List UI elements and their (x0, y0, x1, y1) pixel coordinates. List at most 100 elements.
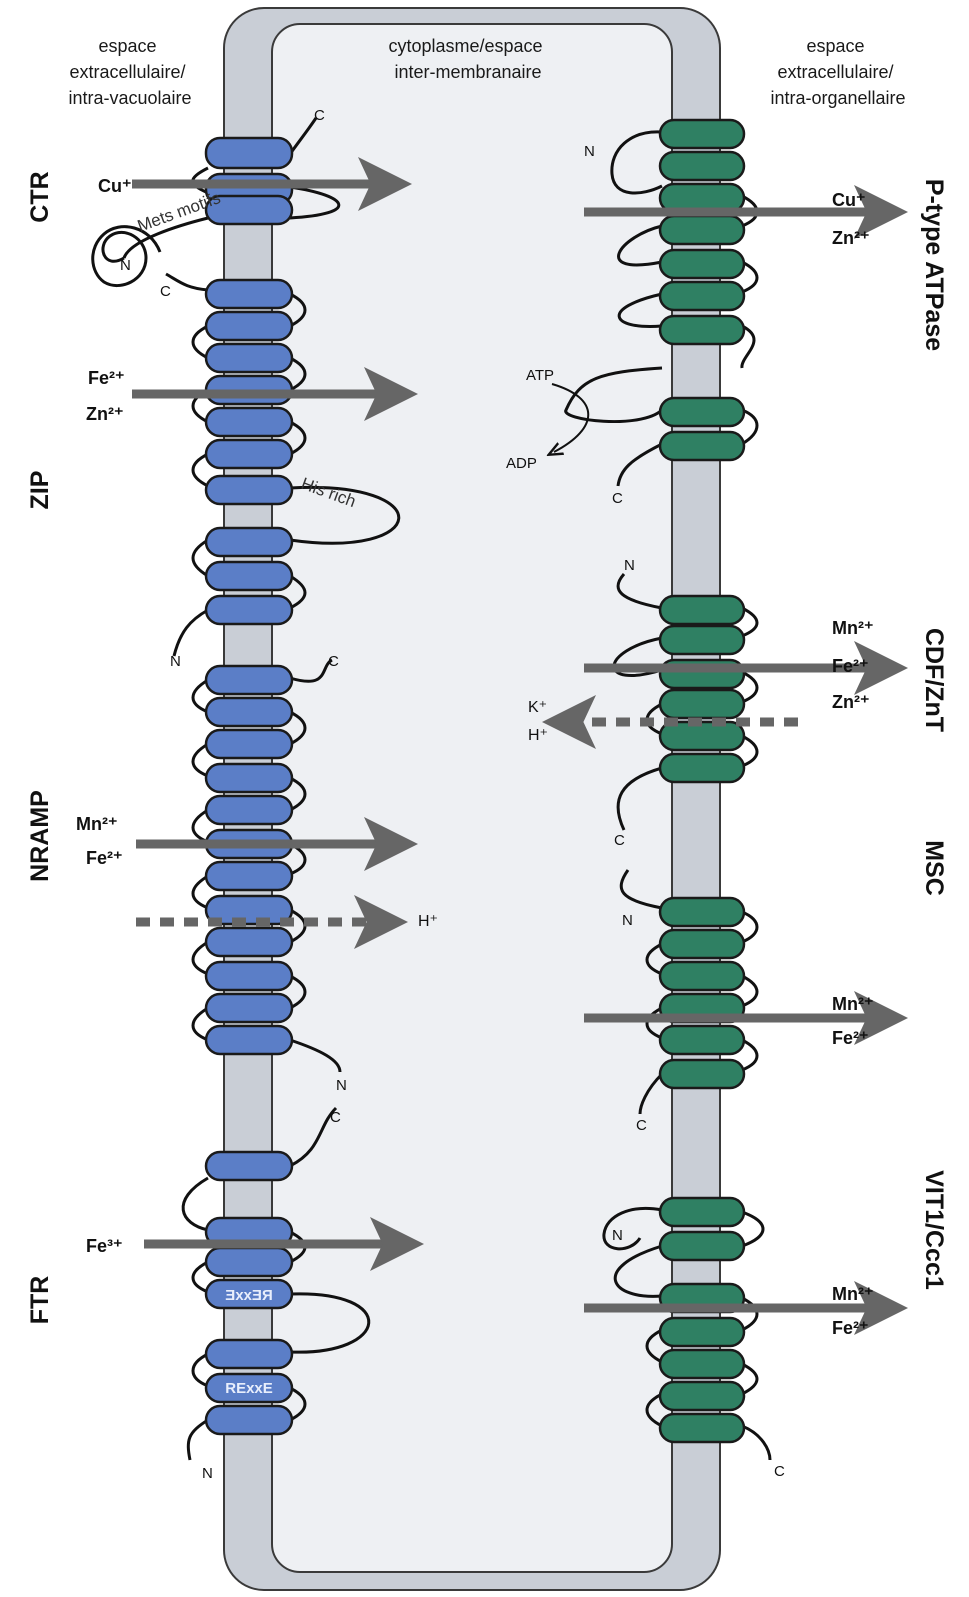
svg-text:C: C (612, 490, 623, 507)
svg-text:N: N (584, 143, 595, 160)
svg-text:N: N (202, 1465, 213, 1482)
svg-text:N: N (624, 557, 635, 574)
helix (658, 1348, 746, 1380)
helix (658, 280, 746, 312)
helix (204, 1024, 294, 1056)
svg-text:H⁺: H⁺ (418, 913, 438, 930)
helix (204, 992, 294, 1024)
svg-text:C: C (314, 107, 325, 124)
helix (204, 136, 294, 170)
svg-text:ATP: ATP (526, 367, 554, 384)
helix (658, 396, 746, 428)
family-label-vit1-ccc1: VIT1/Ccc1 (920, 1170, 948, 1290)
helix (204, 926, 294, 958)
atp-adp-arrow (552, 383, 590, 452)
left-compartment-label: espace extracellulaire/ intra-vacuolaire (68, 36, 191, 108)
helix (204, 1246, 294, 1278)
svg-text:C: C (330, 1109, 341, 1126)
family-label-ptype-atpase: P-type ATPase (920, 179, 948, 351)
cytoplasm (271, 23, 673, 1573)
helix (658, 248, 746, 280)
helix (658, 214, 746, 246)
svg-text:Fe²⁺: Fe²⁺ (832, 656, 869, 676)
helix (658, 1380, 746, 1412)
svg-text:Zn²⁺: Zn²⁺ (832, 692, 870, 712)
family-label-ctr: CTR (26, 171, 54, 222)
right-compartment-label: espace extracellulaire/ intra-organellai… (770, 36, 905, 108)
svg-text:Zn²⁺: Zn²⁺ (86, 404, 124, 424)
helix (658, 688, 746, 720)
terminus-labels: C N C N C N C N N C N C N C N C ATP ADP (120, 107, 785, 1482)
helix (204, 194, 294, 226)
helix (658, 928, 746, 960)
helix (658, 624, 746, 656)
helix (658, 1316, 746, 1348)
helix (204, 1278, 294, 1310)
helix (204, 310, 294, 342)
svg-text:Fe²⁺: Fe²⁺ (832, 1318, 869, 1338)
svg-text:N: N (170, 653, 181, 670)
svg-text:H⁺: H⁺ (528, 727, 548, 744)
family-label-ftr: FTR (26, 1276, 54, 1325)
helix (204, 696, 294, 728)
family-label-msc: MSC (920, 840, 948, 896)
right-helices (658, 118, 746, 1444)
svg-text:C: C (328, 653, 339, 670)
helix (204, 278, 294, 310)
helix (658, 1196, 746, 1228)
helix (204, 474, 294, 506)
svg-text:Fe²⁺: Fe²⁺ (832, 1028, 869, 1048)
helix (204, 1338, 294, 1370)
helix (204, 406, 294, 438)
helix (204, 664, 294, 696)
ion-labels: Cu⁺ Fe²⁺ Zn²⁺ Mn²⁺ Fe²⁺ H⁺ Fe³⁺ Cu⁺ Zn²⁺… (76, 176, 873, 1338)
helix (204, 860, 294, 892)
middle-compartment-label: cytoplasme/espace inter-membranaire (388, 36, 547, 82)
helix (204, 560, 294, 592)
helix (204, 594, 294, 626)
svg-text:C: C (614, 832, 625, 849)
helix (658, 594, 746, 626)
svg-text:Cu⁺: Cu⁺ (98, 176, 132, 196)
svg-text:Mn²⁺: Mn²⁺ (832, 618, 873, 638)
helix (204, 1372, 294, 1404)
svg-text:N: N (612, 1227, 623, 1244)
helix (204, 1404, 294, 1436)
helix (204, 526, 294, 558)
svg-text:C: C (636, 1117, 647, 1134)
helix (658, 960, 746, 992)
svg-text:Fe³⁺: Fe³⁺ (86, 1236, 123, 1256)
helix (204, 794, 294, 826)
helix (658, 1412, 746, 1444)
helix (658, 118, 746, 150)
svg-text:C: C (160, 283, 171, 300)
helix (658, 430, 746, 462)
mets-motif-spiral (91, 225, 162, 288)
svg-text:N: N (336, 1077, 347, 1094)
family-label-cdf-znt: CDF/ZnT (920, 628, 948, 732)
helix (204, 1150, 294, 1182)
helix (204, 342, 294, 374)
helix (204, 960, 294, 992)
svg-text:Mn²⁺: Mn²⁺ (76, 814, 117, 834)
svg-text:N: N (622, 912, 633, 929)
helix (658, 752, 746, 784)
svg-text:Cu⁺: Cu⁺ (832, 190, 866, 210)
helix (658, 1024, 746, 1056)
helix (658, 150, 746, 182)
svg-text:C: C (774, 1463, 785, 1480)
helix (204, 728, 294, 760)
helix (658, 314, 746, 346)
helix (204, 762, 294, 794)
family-label-nramp: NRAMP (26, 790, 54, 882)
svg-text:Mn²⁺: Mn²⁺ (832, 1284, 873, 1304)
svg-text:Mn²⁺: Mn²⁺ (832, 994, 873, 1014)
helix (658, 1230, 746, 1262)
svg-text:K⁺: K⁺ (528, 699, 547, 716)
svg-text:Fe²⁺: Fe²⁺ (88, 368, 125, 388)
helix (204, 894, 294, 926)
helix (204, 438, 294, 470)
transport-arrows (132, 157, 908, 1335)
rexxe-motif: RExxE (225, 1380, 273, 1397)
